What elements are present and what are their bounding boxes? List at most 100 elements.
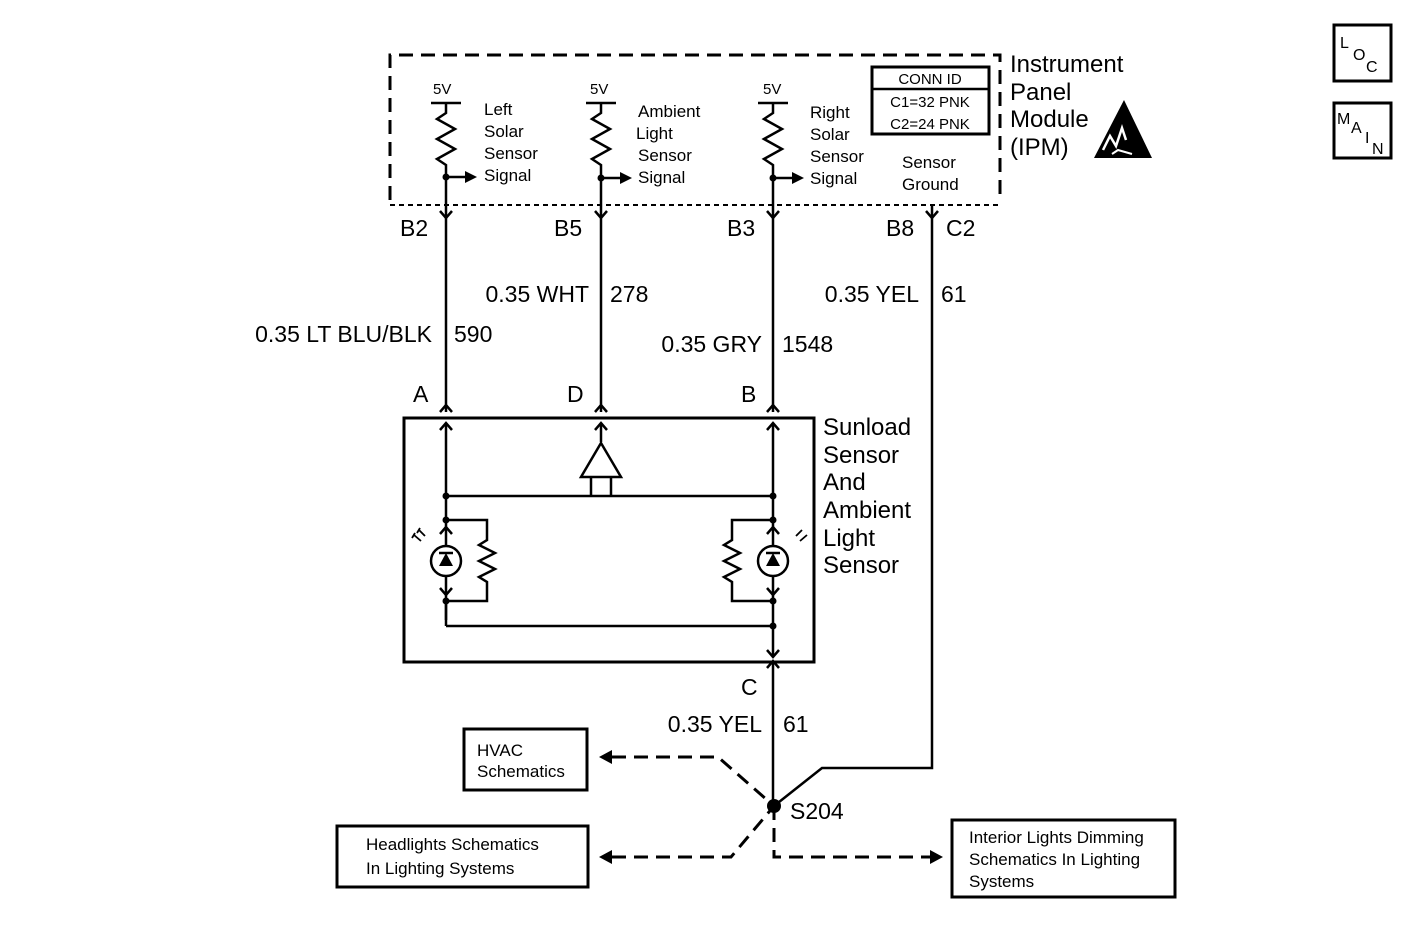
main-button[interactable]: M A I N [1332,101,1393,160]
ipm-module: CONN ID C1=32 PNK C2=24 PNK Instrument P… [388,51,1152,206]
ground-signal-line-2: Ground [902,175,959,194]
splice-label: S204 [790,798,844,824]
main-letter-2: A [1351,120,1362,137]
pin-d-label: D [567,381,584,407]
ipm-title: Instrument Panel Module (IPM) [1010,51,1124,161]
sensor-title-line-2: Sensor [823,442,899,469]
right-signal-line-1: Right [810,103,850,122]
conn-id-frame [870,65,991,136]
right-5v-label: 5V [763,81,781,98]
wire-ambient-circuit: 278 [610,281,648,307]
left-5v-label: 5V [433,81,451,98]
pin-b5-label: B5 [554,215,582,241]
pin-a-label: A [413,381,429,407]
left-signal-line-4: Signal [484,166,531,185]
right-signal-line-4: Signal [810,169,857,188]
conn-id-c2: C2=24 PNK [890,116,970,133]
wire-ground-line [773,205,934,807]
wire-ambient-278[interactable]: 0.35 WHT 278 [485,205,648,412]
pin-c2-label: C2 [946,215,975,241]
ambient-signal-line-2: Light [636,124,673,143]
loc-letter-3: C [1366,59,1378,76]
wire-sensor-ground-circuit: 61 [783,711,809,737]
pin-b-label: B [741,381,756,407]
wire-left-590[interactable]: 0.35 LT BLU/BLK 590 [255,205,492,412]
loc-letter-2: O [1353,47,1365,64]
main-button-frame [1332,101,1393,160]
left-pullup-resistor [434,103,458,205]
ipm-title-line-4: (IPM) [1010,134,1069,161]
interior-lights-dimming-link[interactable]: Interior Lights Dimming Schematics In Li… [950,818,1177,899]
ambient-signal-line-3: Sensor [638,146,692,165]
sensor-title-line-1: Sunload [823,414,911,441]
right-signal-line-3: Sensor [810,147,864,166]
sensor-title-line-4: Ambient [823,497,911,524]
pin-b2-label: B2 [400,215,428,241]
ipm-ground-circuit: Sensor Ground [902,153,959,194]
ipm-title-line-2: Panel [1010,79,1071,106]
ipm-ambient-circuit: 5V Ambient Light Sensor Signal [586,81,701,205]
wire-left-color: 0.35 LT BLU/BLK [255,321,433,347]
wire-sensor-ground-61[interactable]: 0.35 YEL 61 [668,662,809,806]
interior-line-1: Interior Lights Dimming [969,828,1144,847]
ipm-connector-terminals [439,210,939,220]
main-letter-3: I [1365,130,1369,147]
ambient-light-element [446,440,773,498]
ambient-signal-line-1: Ambient [638,102,701,121]
conn-id-header: CONN ID [898,71,962,88]
loc-button[interactable]: L O C [1332,23,1393,83]
left-signal-line-1: Left [484,100,513,119]
left-signal-line-3: Sensor [484,144,538,163]
hvac-line-1: HVAC [477,741,523,760]
ambient-5v-label: 5V [590,81,608,98]
wire-right-color: 0.35 GRY [661,331,762,357]
sensor-title-line-5: Light [823,525,875,552]
ambient-pullup-resistor [589,103,613,205]
wire-sensor-ground-color: 0.35 YEL [668,711,762,737]
wire-right-circuit: 1548 [782,331,833,357]
wire-right-1548[interactable]: 0.35 GRY 1548 [661,205,833,412]
ipm-outline [388,53,1002,200]
pin-b3-label: B3 [727,215,755,241]
splice-s204: S204 [767,798,844,824]
sunload-sensor-outline [402,416,816,664]
sunload-sensor: Sunload Sensor And Ambient Light Sensor [402,403,911,669]
left-photodiode [411,516,498,603]
right-photodiode [721,516,808,603]
main-letter-4: N [1372,141,1384,158]
right-signal-line-2: Solar [810,125,850,144]
ipm-left-circuit: 5V Left Solar Sensor Signal [431,81,538,205]
wire-ground-circuit: 61 [941,281,967,307]
pin-b8-label: B8 [886,215,914,241]
ground-signal-line-1: Sensor [902,153,956,172]
wire-ground-61[interactable]: 0.35 YEL 61 [773,205,967,807]
headlights-line-2: In Lighting Systems [366,859,514,878]
wire-ambient-color: 0.35 WHT [485,281,589,307]
conn-id-c1: C1=32 PNK [890,94,970,111]
interior-line-2: Schematics In Lighting [969,850,1140,869]
hvac-schematics-link[interactable]: HVAC Schematics [462,727,589,792]
headlights-schematics-link[interactable]: Headlights Schematics In Lighting System… [335,824,590,889]
wire-left-circuit: 590 [454,321,492,347]
main-letter-1: M [1337,111,1350,128]
wire-ground-color: 0.35 YEL [825,281,919,307]
sensor-title-line-6: Sensor [823,552,899,579]
ipm-title-line-3: Module [1010,106,1089,133]
pin-c-label: C [741,674,758,700]
interior-line-3: Systems [969,872,1034,891]
ipm-title-line-1: Instrument [1010,51,1124,78]
loc-letter-1: L [1340,35,1349,52]
conn-id-table: CONN ID C1=32 PNK C2=24 PNK [870,65,991,136]
left-signal-line-2: Solar [484,122,524,141]
ambient-signal-line-4: Signal [638,168,685,187]
interior-box [950,818,1177,899]
reference-dashed-links [599,750,943,864]
right-pullup-resistor [761,103,785,205]
headlights-line-1: Headlights Schematics [366,835,539,854]
sensor-pin-labels: A D B C [413,381,758,700]
loc-button-frame [1332,23,1393,83]
sensor-title-line-3: And [823,469,866,496]
hvac-box [462,727,589,792]
hvac-line-2: Schematics [477,762,565,781]
